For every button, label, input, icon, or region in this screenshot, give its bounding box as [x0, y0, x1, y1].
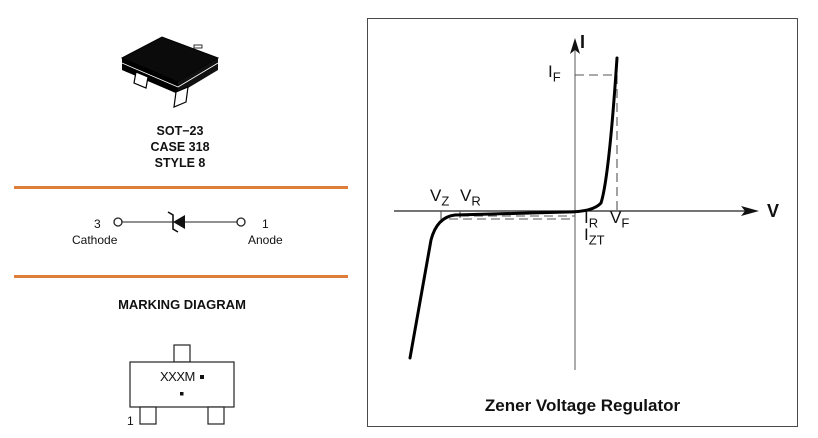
cathode-pin-number: 3: [94, 217, 101, 231]
vf-label: VF: [610, 208, 630, 231]
izt-label: IZT: [584, 225, 605, 248]
marking-code: XXXM: [160, 369, 195, 384]
chart-title: Zener Voltage Regulator: [484, 396, 681, 415]
cathode-label: Cathode: [72, 233, 118, 247]
zener-iv-curve: [408, 56, 619, 360]
package-case: CASE 318: [150, 140, 210, 154]
vz-label: VZ: [430, 186, 450, 209]
anode-pin-number: 1: [262, 217, 269, 231]
x-axis-label: V: [767, 201, 780, 221]
package-name: SOT−23: [156, 124, 204, 138]
marking-package-outline: [129, 344, 235, 425]
x-axis-arrow-icon: [741, 206, 759, 216]
chart-frame: [367, 18, 798, 427]
y-axis-label: I: [580, 32, 586, 52]
zener-diode-icon: [113, 211, 246, 233]
package-style: STYLE 8: [154, 156, 206, 170]
divider-top: [14, 186, 348, 189]
iv-chart: [394, 38, 759, 370]
anode-label: Anode: [248, 233, 283, 247]
marking-diagram-title: MARKING DIAGRAM: [118, 297, 246, 312]
y-axis-arrow-icon: [570, 38, 580, 54]
vr-label: VR: [460, 186, 481, 209]
divider-bottom: [14, 275, 348, 278]
if-label: IF: [548, 62, 561, 85]
ir-label: IR: [584, 208, 599, 231]
pin1-label: 1: [127, 414, 134, 428]
sot23-package-icon: [120, 36, 220, 108]
